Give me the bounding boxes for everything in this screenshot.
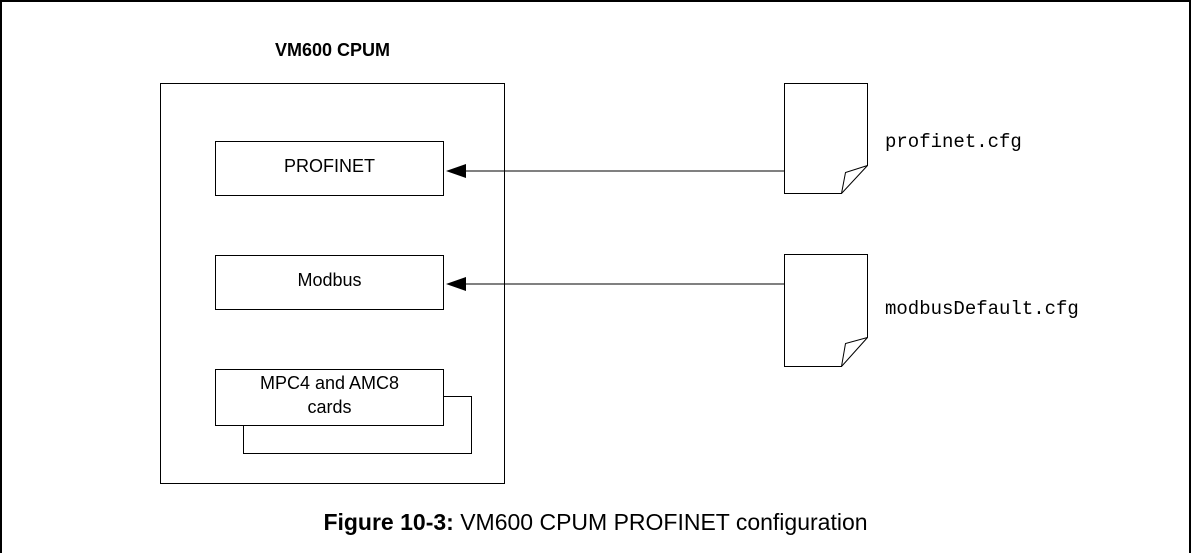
cpum-title: VM600 CPUM — [274, 40, 391, 60]
figure-caption-label: Figure 10-3: — [323, 509, 454, 535]
modbus-file-icon — [784, 254, 868, 367]
modbus-block — [215, 255, 444, 310]
figure-caption-text: VM600 CPUM PROFINET configuration — [453, 509, 868, 535]
profinet-block — [215, 141, 444, 196]
cards-block-front — [215, 369, 444, 426]
profinet-file-icon — [784, 83, 868, 194]
modbus-arrowhead — [446, 277, 466, 291]
modbus-block-label: Modbus — [297, 270, 362, 290]
cards-block-label-line1: MPC4 and AMC8 — [259, 373, 400, 393]
modbus-file-name: modbusDefault.cfg — [885, 298, 1079, 320]
figure-caption: Figure 10-3: VM600 CPUM PROFINET configu… — [0, 509, 1191, 536]
cards-block-label-line2: cards — [307, 397, 352, 417]
profinet-arrowhead — [446, 164, 466, 178]
profinet-file-name: profinet.cfg — [885, 131, 1022, 153]
profinet-block-label: PROFINET — [283, 156, 375, 176]
